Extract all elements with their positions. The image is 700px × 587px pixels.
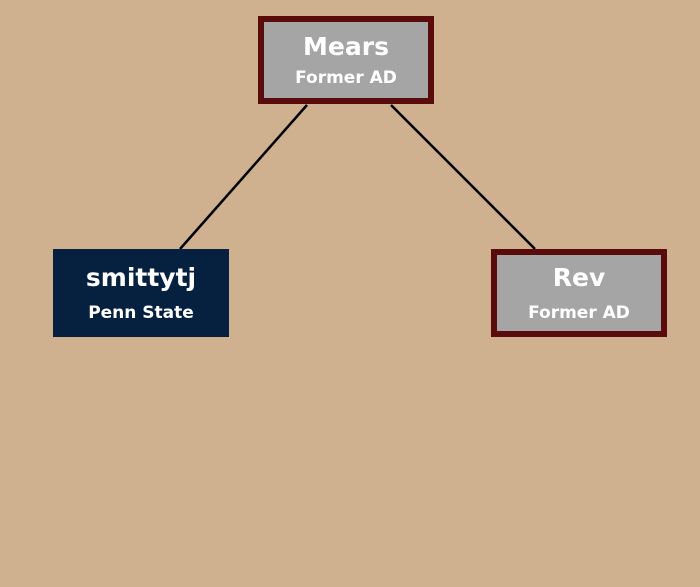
connector-mears-to-smittytj: [179, 104, 308, 250]
node-rev-name: Rev: [552, 262, 606, 292]
node-smittytj-subtitle: Penn State: [88, 302, 194, 323]
node-mears: Mears Former AD: [258, 16, 434, 104]
node-rev: Rev Former AD: [491, 249, 667, 337]
connector-mears-to-rev: [390, 104, 536, 250]
node-smittytj-name: smittytj: [85, 262, 197, 292]
node-smittytj: smittytj Penn State: [53, 249, 229, 337]
node-rev-subtitle: Former AD: [528, 302, 630, 323]
node-mears-name: Mears: [303, 31, 389, 61]
node-mears-subtitle: Former AD: [295, 67, 397, 88]
